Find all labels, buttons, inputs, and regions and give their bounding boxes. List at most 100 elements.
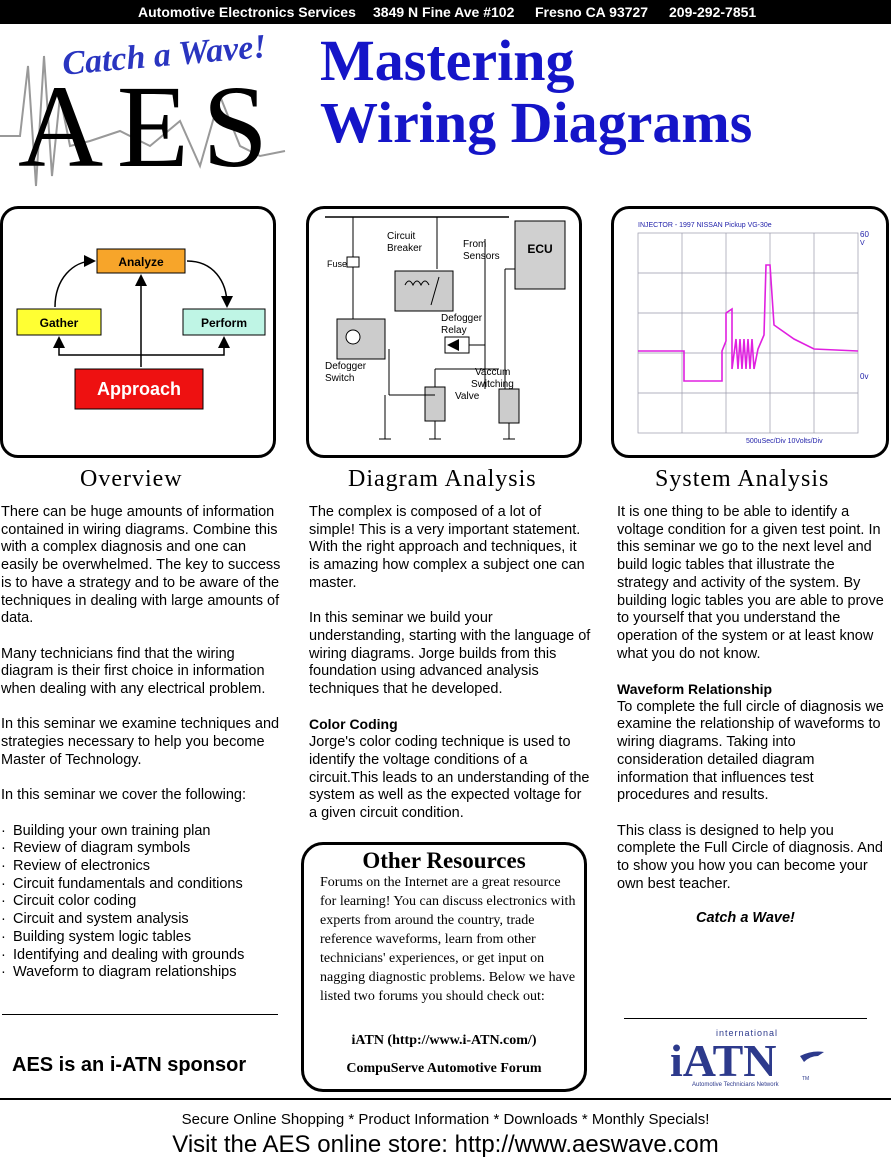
list-item: Circuit color coding xyxy=(1,893,285,911)
footer-features: Secure Online Shopping * Product Informa… xyxy=(181,1111,710,1128)
system-paragraph-3: This class is designed to help you compl… xyxy=(617,822,883,892)
arrow-analyze-perform xyxy=(186,260,233,308)
arrow-gather-analyze xyxy=(54,255,96,308)
relay-icon xyxy=(394,270,454,312)
bird-icon xyxy=(800,1051,824,1062)
gather-box xyxy=(16,308,102,336)
aes-logo: Catch a Wave! AES xyxy=(0,28,286,192)
system-paragraph-2: To complete the full circle of diagnosis… xyxy=(617,698,884,804)
injector-waveform: INJECTOR - 1997 NISSAN Pickup VG-30e 60 … xyxy=(637,222,869,445)
other-resources-box: Other Resources Forums on the Internet a… xyxy=(301,842,587,1092)
overview-paragraph-4: In this seminar we cover the following: xyxy=(1,787,246,804)
valve-label-1: Vaccum xyxy=(475,367,510,378)
topics-list: Building your own training plan Review o… xyxy=(1,823,285,982)
flowchart-panel: Analyze Gather Perform Approach xyxy=(0,206,276,458)
catch-a-wave-slogan: Catch a Wave! xyxy=(696,910,795,926)
iatn-link[interactable]: iATN (http://www.i-ATN.com/) xyxy=(351,1033,537,1048)
compuserve-link[interactable]: CompuServe Automotive Forum xyxy=(346,1061,542,1076)
logo-letters: AES xyxy=(18,61,268,192)
system-column: It is one thing to be able to identify a… xyxy=(617,504,885,911)
wiring-schematic: Fuse Circuit Breaker From Sensors ECU De… xyxy=(325,216,566,440)
list-item: Circuit and system analysis xyxy=(1,911,285,929)
overview-paragraph-1: There can be huge amounts of information… xyxy=(1,504,281,627)
schematic-panel: Fuse Circuit Breaker From Sensors ECU De… xyxy=(306,206,582,458)
gather-label: Gather xyxy=(40,316,79,330)
logo-wave-icon xyxy=(0,55,286,187)
scope-title: INJECTOR - 1997 NISSAN Pickup VG-30e xyxy=(638,222,772,229)
approach-label: Approach xyxy=(97,379,181,399)
fuse-label: Fuse xyxy=(327,259,347,269)
perform-box xyxy=(182,308,266,336)
resources-body: Forums on the Internet are a great resou… xyxy=(320,875,576,1004)
list-item: Circuit fundamentals and conditions xyxy=(1,876,285,894)
overview-paragraph-3: In this seminar we examine techniques an… xyxy=(1,716,280,768)
resources-title: Other Resources xyxy=(362,848,526,873)
list-item: Identifying and dealing with grounds xyxy=(1,947,285,965)
left-divider xyxy=(2,1014,278,1015)
title-line-1: Mastering xyxy=(320,28,575,93)
solenoid-icon-1 xyxy=(424,386,446,422)
perform-label: Perform xyxy=(201,316,247,330)
system-paragraph-1: It is one thing to be able to identify a… xyxy=(617,504,884,662)
right-divider xyxy=(624,1018,867,1019)
waveform-trace xyxy=(638,264,859,382)
list-item: Building your own training plan xyxy=(1,823,285,841)
scope-zero-label: 0v xyxy=(860,372,868,381)
diode-icon xyxy=(447,339,459,351)
solenoid-icon-2 xyxy=(498,388,520,424)
overview-column: There can be huge amounts of information… xyxy=(1,504,285,982)
ecu-label: ECU xyxy=(527,242,552,256)
list-item: Waveform to diagram relationships xyxy=(1,964,285,982)
analyze-label: Analyze xyxy=(118,255,164,269)
arrow-approach-perform xyxy=(141,336,230,356)
diagram-paragraph-3: Jorge's color coding technique is used t… xyxy=(309,734,590,821)
defogger-switch-label-1: Defogger xyxy=(325,361,367,372)
iatn-logo: international iATN TM Automotive Technic… xyxy=(670,1028,824,1088)
ecu-box xyxy=(514,220,566,290)
scope-footer: 500uSec/Div 10Volts/Div xyxy=(746,438,823,445)
list-item: Building system logic tables xyxy=(1,929,285,947)
from-label: From xyxy=(463,239,486,250)
header-bar: Automotive Electronics Services 3849 N F… xyxy=(0,0,891,24)
footer-store-link[interactable]: Visit the AES online store: http://www.a… xyxy=(172,1131,719,1158)
valve-label-3: Valve xyxy=(455,391,480,402)
arrow-approach-gather xyxy=(53,336,141,356)
scope-top-label: 60 xyxy=(860,230,869,239)
analyze-box xyxy=(96,248,186,274)
title-line-2: Wiring Diagrams xyxy=(320,90,753,155)
scope-panel: INJECTOR - 1997 NISSAN Pickup VG-30e 60 … xyxy=(611,206,889,458)
system-heading: System Analysis xyxy=(655,466,830,492)
diagram-heading: Diagram Analysis xyxy=(348,466,537,492)
sponsor-text: AES is an i-ATN sponsor xyxy=(12,1054,247,1076)
valve-label-2: Switching xyxy=(471,379,514,390)
approach-box xyxy=(74,368,204,410)
iatn-trademark: TM xyxy=(802,1076,809,1082)
circuit-label: Circuit xyxy=(387,231,416,242)
defogger-relay-label-2: Relay xyxy=(441,325,467,336)
defogger-switch-label-2: Switch xyxy=(325,373,354,384)
iatn-international: international xyxy=(716,1028,778,1038)
fuse-icon xyxy=(346,256,360,268)
company-address: 3849 N Fine Ave #102 xyxy=(373,4,515,20)
diagram-column: The complex is composed of a lot of simp… xyxy=(309,504,591,840)
iatn-subtitle: Automotive Technicians Network xyxy=(692,1082,780,1088)
iatn-letters: iATN xyxy=(670,1035,777,1086)
overview-paragraph-2: Many technicians find that the wiring di… xyxy=(1,645,266,698)
diagram-paragraph-2: In this seminar we build your understand… xyxy=(309,610,591,698)
color-coding-subheading: Color Coding xyxy=(309,716,398,733)
footer-divider xyxy=(0,1098,891,1100)
defogger-relay-label-1: Defogger xyxy=(441,313,483,324)
scope-top-unit: V xyxy=(860,240,865,247)
company-name: Automotive Electronics Services xyxy=(138,4,356,20)
company-phone: 209-292-7851 xyxy=(669,4,757,20)
list-item: Review of electronics xyxy=(1,858,285,876)
scope-grid xyxy=(637,232,859,434)
company-city: Fresno CA 93727 xyxy=(535,4,649,20)
defogger-switch-icon xyxy=(336,318,386,360)
approach-flowchart: Analyze Gather Perform Approach xyxy=(16,248,266,410)
overview-heading: Overview xyxy=(80,466,183,492)
diagram-paragraph-1: The complex is composed of a lot of simp… xyxy=(309,504,585,591)
waveform-subheading: Waveform Relationship xyxy=(617,681,773,698)
breaker-label: Breaker xyxy=(387,243,423,254)
page-title: Mastering Wiring Diagrams xyxy=(320,30,752,154)
